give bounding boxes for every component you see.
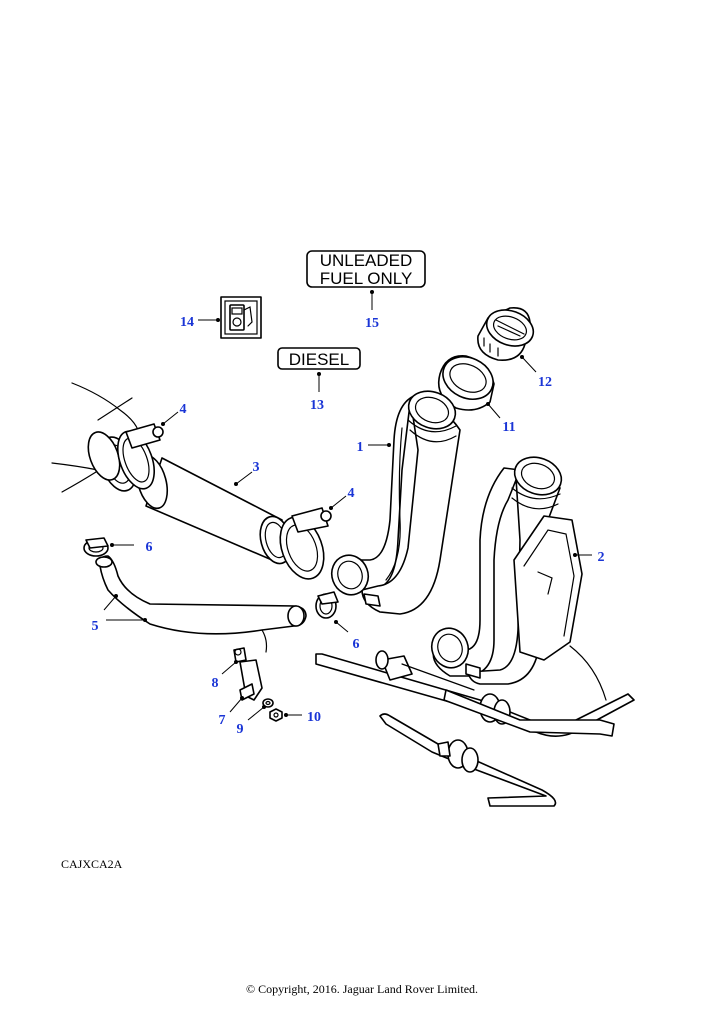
callout-15[interactable]: 15: [365, 316, 379, 331]
bracket-bolt[interactable]: [233, 647, 247, 663]
nut[interactable]: [269, 708, 283, 722]
callout-7[interactable]: 7: [219, 713, 226, 728]
diesel-label-text: DIESEL: [289, 350, 349, 369]
unleaded-label[interactable]: UNLEADED FUEL ONLY: [306, 250, 426, 288]
breather-clip-right[interactable]: [315, 591, 339, 619]
callout-3[interactable]: 3: [253, 460, 260, 475]
callout-9[interactable]: 9: [237, 722, 244, 737]
callout-4-lower[interactable]: 4: [348, 486, 355, 501]
breather-hose[interactable]: [95, 555, 307, 653]
breather-pipe-upper[interactable]: [315, 650, 635, 737]
unleaded-label-line1: UNLEADED: [320, 251, 413, 270]
callout-5[interactable]: 5: [92, 619, 99, 634]
breather-pipe-lower[interactable]: [379, 713, 557, 807]
filler-hose-sleeve[interactable]: [82, 428, 296, 567]
filler-tube-diesel[interactable]: [426, 451, 607, 701]
callout-2[interactable]: 2: [598, 550, 605, 565]
diesel-label[interactable]: DIESEL: [277, 347, 361, 370]
callout-14[interactable]: 14: [180, 315, 194, 330]
callout-13[interactable]: 13: [310, 398, 324, 413]
hose-clip-lower[interactable]: [272, 507, 332, 585]
callout-1[interactable]: 1: [357, 440, 364, 455]
reference-code: CAJXCA2A: [61, 857, 123, 871]
callout-11[interactable]: 11: [502, 420, 515, 435]
hose-clip-upper[interactable]: [111, 423, 164, 494]
unleaded-label-line2: FUEL ONLY: [320, 269, 413, 288]
filler-neck-seal[interactable]: [436, 349, 500, 411]
filler-cap[interactable]: [477, 304, 539, 361]
washer[interactable]: [262, 698, 274, 708]
callout-10[interactable]: 10: [307, 710, 321, 725]
copyright-notice: © Copyright, 2016. Jaguar Land Rover Lim…: [246, 982, 478, 996]
fuel-pump-label[interactable]: [220, 296, 262, 339]
filler-tube-petrol[interactable]: [326, 385, 461, 615]
callout-6-left[interactable]: 6: [146, 540, 153, 555]
callout-4-upper[interactable]: 4: [180, 402, 187, 417]
callout-8[interactable]: 8: [212, 676, 219, 691]
callout-6-right[interactable]: 6: [353, 637, 360, 652]
mounting-bracket[interactable]: [239, 659, 263, 701]
callout-12[interactable]: 12: [538, 375, 552, 390]
breather-clip-left[interactable]: [83, 537, 109, 557]
